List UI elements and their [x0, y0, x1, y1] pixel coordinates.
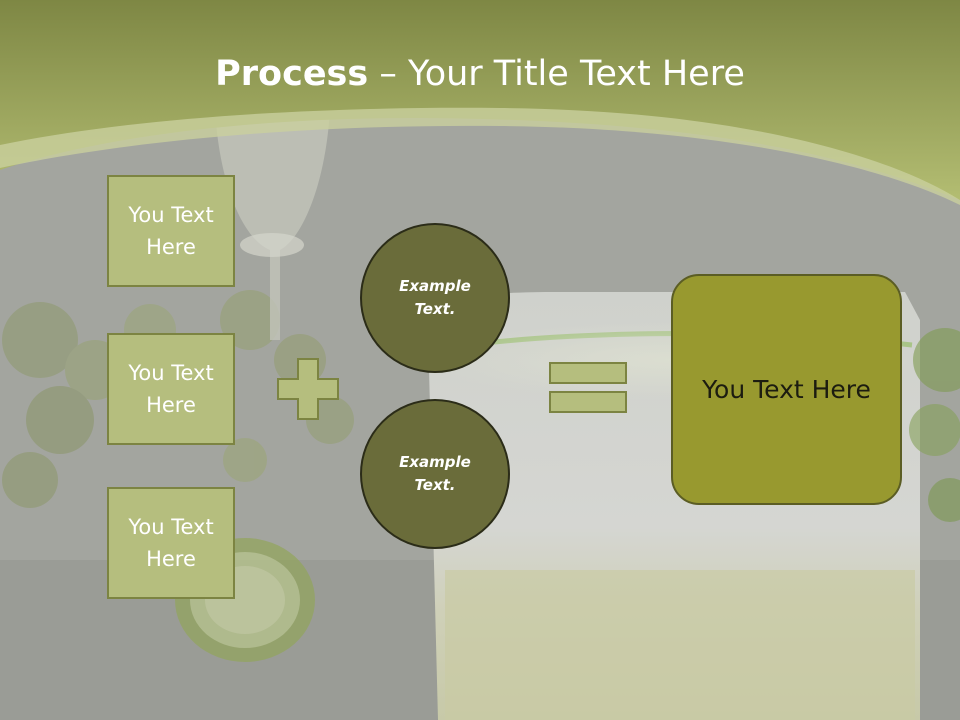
input-box-2: You Text Here	[107, 333, 235, 445]
operand-label: Example Text.	[399, 277, 471, 318]
input-box-label: You Text Here	[128, 515, 214, 571]
operand-label: Example Text.	[399, 453, 471, 494]
operand-circle-2: Example Text.	[360, 399, 510, 549]
plus-icon	[277, 358, 339, 420]
input-box-3: You Text Here	[107, 487, 235, 599]
input-box-label: You Text Here	[128, 203, 214, 259]
page-title: Process – Your Title Text Here	[0, 50, 960, 98]
operand-circle-1: Example Text.	[360, 223, 510, 373]
result-label: You Text Here	[702, 374, 871, 404]
equals-icon	[549, 362, 627, 413]
input-box-1: You Text Here	[107, 175, 235, 287]
title-bold: Process	[215, 54, 369, 94]
input-box-label: You Text Here	[128, 361, 214, 417]
result-box: You Text Here	[671, 274, 902, 505]
title-rest: – Your Title Text Here	[368, 54, 745, 94]
